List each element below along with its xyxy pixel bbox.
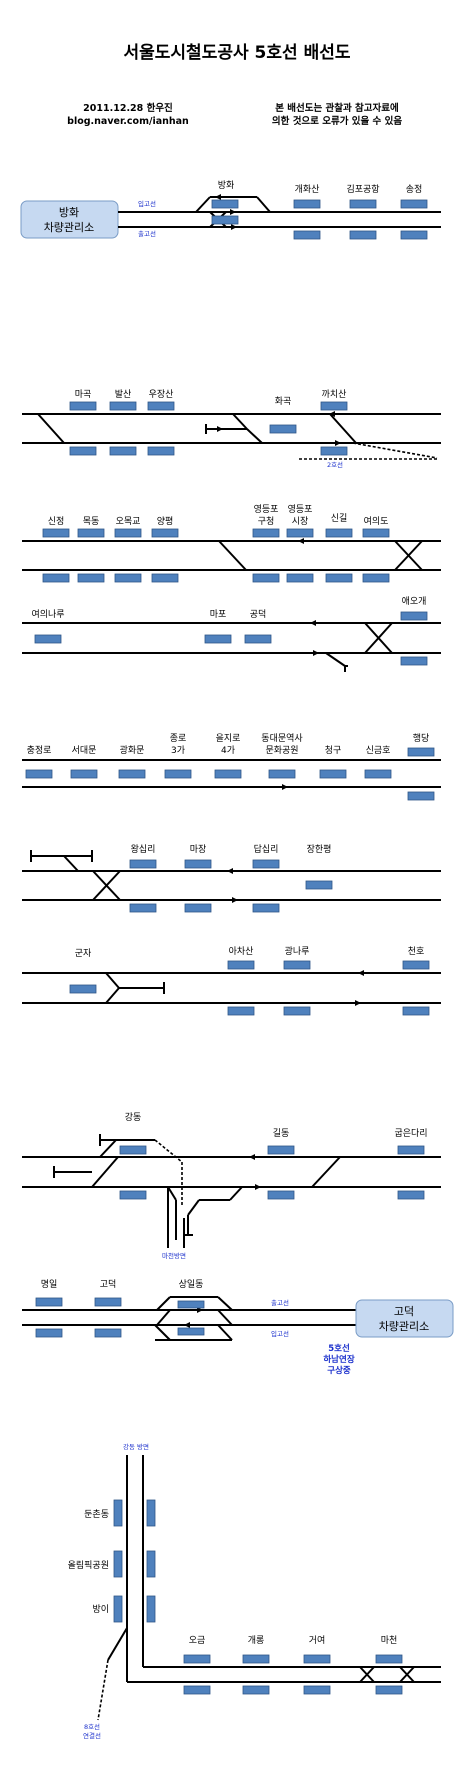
gangdong-direction-label: 강동 방면 — [123, 1442, 149, 1451]
station-gubeundari: 굽은다리 — [394, 1128, 427, 1139]
station-omokgyo: 오목교 — [116, 516, 141, 527]
station-haengdang: 행당 — [413, 732, 430, 744]
line8-connection-label-2: 연결선 — [83, 1731, 101, 1740]
godeok-depot-box — [355, 1299, 454, 1338]
station-ydp-market-1: 영등포 — [288, 504, 313, 515]
station-olympic-park: 올림픽공원 — [68, 1559, 109, 1571]
extension-label-2: 하남연장 — [323, 1354, 354, 1365]
station-yeouinaru: 여의나루 — [31, 608, 64, 620]
section-sinjeong: 신정 목동 오목교 양평 영등포 구청 영등포 시장 신길 여의도 — [22, 504, 441, 583]
station-jongno3-2: 3가 — [171, 745, 185, 756]
station-ddp-1: 동대문역사 — [261, 733, 303, 744]
station-geoyeo: 거여 — [309, 1634, 326, 1646]
station-myeongil: 명일 — [41, 1279, 58, 1290]
station-gaehwasan: 개화산 — [295, 184, 320, 195]
station-seodaemun: 서대문 — [72, 745, 97, 756]
station-sinjeong: 신정 — [48, 516, 65, 527]
station-ujangsan: 우장산 — [149, 389, 174, 400]
station-achasan: 아차산 — [229, 945, 254, 957]
station-ydp-market-2: 시장 — [292, 516, 309, 527]
station-chungjeongno: 충정로 — [27, 745, 52, 756]
line8-connection-label-1: 8호선 — [84, 1722, 100, 1731]
station-yangpyeong: 양평 — [157, 516, 174, 527]
station-singil: 신길 — [331, 513, 348, 524]
station-gunja: 군자 — [75, 948, 92, 959]
station-macheon: 마천 — [381, 1635, 398, 1646]
godeok-depot-label-2: 차량관리소 — [379, 1320, 430, 1333]
banghwa-depot-label-1: 방화 — [59, 206, 79, 219]
macheon-direction-label: 마천방면 — [162, 1251, 186, 1260]
station-dunchon: 둔촌동 — [84, 1509, 109, 1520]
extension-label-1: 5호선 — [328, 1343, 350, 1354]
station-magok: 마곡 — [75, 389, 92, 400]
station-gwanghwamun: 광화문 — [120, 744, 145, 756]
station-singeumho: 신금호 — [366, 745, 391, 756]
station-cheonho: 천호 — [408, 946, 425, 957]
station-gildong: 길동 — [273, 1128, 290, 1139]
station-gimpo-airport: 김포공항 — [346, 183, 379, 195]
station-euljiro4-1: 을지로 — [216, 733, 241, 744]
section-gunja: 군자 아차산 광나루 천호 — [22, 945, 441, 1016]
section-yeouinaru: 여의나루 마포 공덕 애오개 — [22, 596, 441, 672]
section-macheon-branch: 강동 방면 8호선 연결선 둔촌동 올림픽공원 방이 오금 개롱 거여 마천 — [68, 1442, 441, 1740]
station-banghwa: 방화 — [218, 180, 235, 191]
page-title: 서울도시철도공사 5호선 배선도 — [124, 43, 351, 63]
station-majang: 마장 — [190, 844, 207, 855]
station-aeogae: 애오개 — [402, 596, 427, 607]
blog-address: blog.naver.com/ianhan — [67, 116, 189, 127]
extension-label-3: 구상중 — [327, 1365, 351, 1376]
banghwa-depot-label-2: 차량관리소 — [44, 221, 95, 234]
station-ogeum: 오금 — [189, 1635, 206, 1646]
station-gongdeok: 공덕 — [250, 609, 267, 620]
station-hwagok: 화곡 — [275, 396, 292, 407]
station-yeouido: 여의도 — [364, 515, 389, 527]
godeok-depot-label-1: 고덕 — [394, 1305, 414, 1318]
station-godeok: 고덕 — [100, 1279, 117, 1290]
station-gwangnaru: 광나루 — [285, 945, 310, 957]
station-jongno3-1: 종로 — [170, 733, 187, 744]
station-mapo: 마포 — [210, 609, 227, 620]
line2-connection-label: 2호선 — [327, 460, 343, 469]
date-author: 2011.12.28 한우진 — [83, 102, 173, 114]
inbound-track-label: 입고선 — [138, 199, 156, 208]
station-kkachisan: 까치산 — [322, 388, 347, 400]
inbound-track-label-2: 입고선 — [271, 1329, 289, 1338]
section-gangdong: 마천방면 강동 길동 굽은다리 — [22, 1112, 441, 1260]
notice-line-2: 의한 것으로 오류가 있을 수 있음 — [272, 115, 402, 127]
station-gangdong: 강동 — [125, 1112, 142, 1123]
section-myeongil: 상일동 명일 고덕 출고선 입고선 고덕 차량관리소 5호선 하남연장 구상중 — [22, 1279, 454, 1376]
section-banghwa: 방화 차량관리소 입고선 출고선 방화 개화산 김포공항 송정 — [20, 180, 441, 240]
banghwa-depot-box — [20, 200, 119, 239]
station-ydp-gu-2: 구청 — [258, 516, 275, 527]
station-gaerong: 개롱 — [248, 1635, 265, 1646]
section-chungjeongno: 충정로 서대문 광화문 종로 3가 을지로 4가 동대문역사 문화공원 청구 신… — [22, 732, 441, 801]
outbound-track-label: 출고선 — [138, 229, 156, 238]
station-mokdong: 목동 — [83, 516, 100, 527]
station-dapsimni: 답십리 — [254, 843, 279, 855]
station-balsan: 발산 — [115, 389, 132, 400]
section-wangsimni: 왕십리 마장 답십리 장한평 — [22, 843, 441, 913]
station-ddp-2: 문화공원 — [265, 745, 298, 756]
section-magok: 2호선 마곡 발산 우장산 화곡 까치산 — [22, 388, 441, 469]
notice-line-1: 본 배선도는 관찰과 참고자료에 — [275, 102, 399, 114]
station-sangil: 상일동 — [179, 1279, 204, 1290]
outbound-track-label-2: 출고선 — [271, 1298, 289, 1307]
station-songjeong: 송정 — [406, 184, 423, 195]
station-bangi: 방이 — [92, 1604, 109, 1615]
station-wangsimni: 왕십리 — [131, 844, 156, 855]
station-ydp-gu-1: 영등포 — [254, 504, 279, 515]
station-cheonggu: 청구 — [325, 745, 342, 756]
station-euljiro4-2: 4가 — [221, 745, 235, 756]
station-janghanpyeong: 장한평 — [307, 844, 332, 855]
